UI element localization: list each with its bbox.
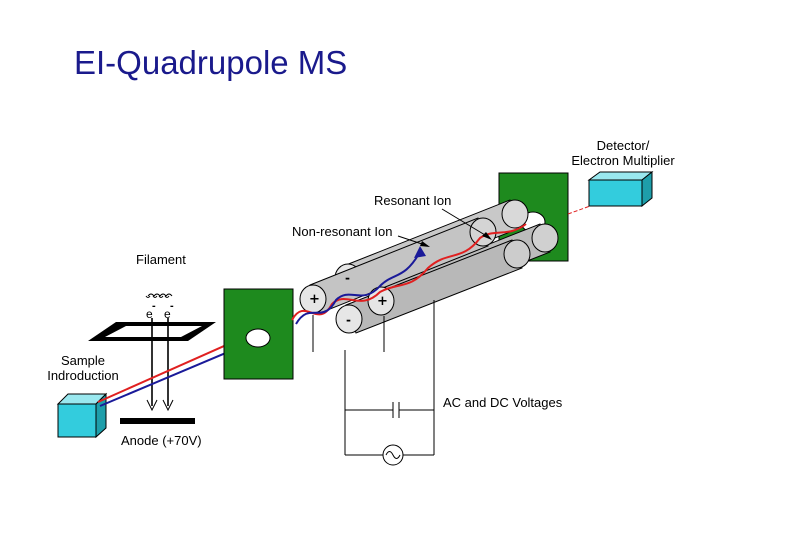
sample-label-line-1: Sample [60,353,106,368]
resonant-ion-path [291,223,527,321]
rod-plus-right: + [377,294,388,309]
electron-charge-1: - [152,300,156,312]
resonant-ion-pointer [441,208,491,239]
voltage-circuit [312,300,435,456]
filament-label: Filament [136,252,186,267]
non-resonant-arrowhead [414,246,426,258]
sample-label: Sample Indroduction [40,353,126,383]
quadrupole-rods [299,199,559,334]
detector-box [587,170,654,208]
non-resonant-ion-path [295,251,421,325]
electron-charge-2: - [170,300,174,312]
electron-label-1: e [146,307,153,321]
rod-minus-bottom: - [346,313,351,327]
ac-dc-voltages-label: AC and DC Voltages [443,395,563,410]
page-title: EI-Quadrupole MS [74,44,348,81]
non-resonant-ion-label: Non-resonant Ion [292,224,393,239]
entrance-plate [223,288,294,380]
anode-plate [120,418,195,424]
sample-box [56,392,108,439]
resonant-ion-label: Resonant Ion [374,193,452,208]
filament-coil [147,293,173,297]
sample-label-line-2: Indroduction [47,368,119,383]
rod-minus-top: - [345,271,350,285]
detector-label-line-1: Detector/ [596,138,650,153]
rod-plus-left: + [309,292,320,307]
electron-label-2: e [164,307,171,321]
detector-label: Detector/ Electron Multiplier [563,138,683,168]
electron-paths [146,318,174,412]
detector-label-line-2: Electron Multiplier [571,153,675,168]
ac-source [382,444,404,466]
anode-label: Anode (+70V) [121,433,202,448]
